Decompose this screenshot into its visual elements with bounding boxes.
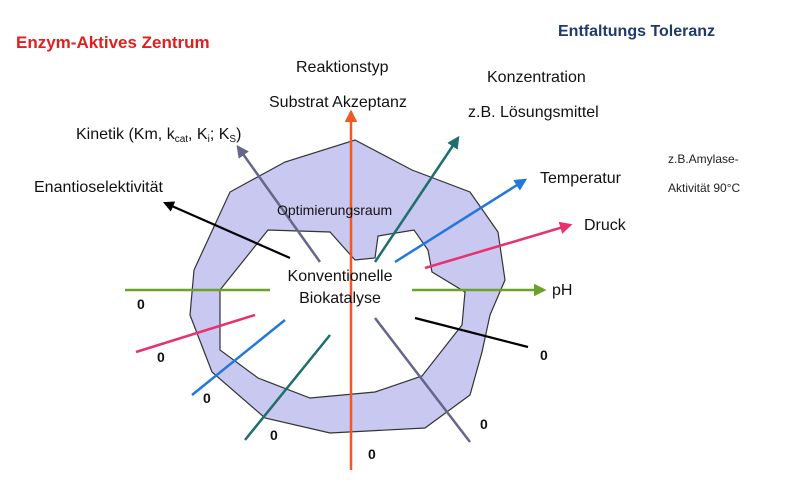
label-temperatur: Temperatur xyxy=(540,170,621,187)
zero-druck: 0 xyxy=(157,349,165,365)
kinetik-text-2: , K xyxy=(188,126,208,143)
note-amylase-line2: Aktivität 90°C xyxy=(668,181,741,195)
label-kinetik: Kinetik (Km, kcat, Ki; KS) xyxy=(76,127,241,145)
axis-druck-lower xyxy=(135,313,256,354)
label-optimierungsraum: Optimierungsraum xyxy=(277,202,393,218)
kinetik-text-3: ; K xyxy=(209,126,230,143)
axis-temperatur-lower xyxy=(191,319,286,396)
zero-ph: 0 xyxy=(137,296,145,312)
kinetik-sub-s: S xyxy=(229,134,237,145)
zero-konzentration: 0 xyxy=(270,427,278,443)
title-entfaltungs-toleranz: Entfaltungs Toleranz xyxy=(558,23,716,40)
note-amylase-line1: z.B.Amylase- xyxy=(668,152,739,166)
label-druck: Druck xyxy=(584,217,626,234)
kinetik-sub-i: i xyxy=(207,134,210,145)
zero-reaktionstyp: 0 xyxy=(368,446,376,462)
label-enantioselektivitaet: Enantioselektivität xyxy=(34,179,163,196)
kinetik-text-4: ) xyxy=(236,126,242,143)
center-konventionelle-biokatalyse: Konventionelle Biokatalyse xyxy=(270,266,410,310)
label-substrat-akzeptanz: Substrat Akzeptanz xyxy=(269,94,407,111)
center-line2: Biokatalyse xyxy=(299,290,381,307)
kinetik-text-1: Kinetik (Km, k xyxy=(76,126,175,143)
axis-temperatur-upper xyxy=(394,178,528,264)
title-enzym-aktives-zentrum: Enzym-Aktives Zentrum xyxy=(16,33,210,52)
zero-kinetik: 0 xyxy=(480,416,488,432)
zero-enantio: 0 xyxy=(540,347,548,363)
label-ph: pH xyxy=(552,282,573,299)
axis-druck-upper xyxy=(424,221,573,270)
axis-kinetik-upper xyxy=(236,144,322,263)
kinetik-sub-cat: cat xyxy=(174,134,189,145)
center-line1: Konventionelle xyxy=(287,268,393,285)
axis-konzentration-upper xyxy=(373,135,460,263)
label-konzentration: Konzentration xyxy=(487,69,586,86)
axis-enantio-lower xyxy=(414,316,529,349)
axis-enantio-upper xyxy=(162,201,291,260)
label-loesungsmittel: z.B. Lösungsmittel xyxy=(468,104,599,121)
axis-konzentration-lower xyxy=(244,334,331,441)
label-reaktionstyp: Reaktionstyp xyxy=(296,59,389,76)
zero-temperatur: 0 xyxy=(203,390,211,406)
axis-kinetik-lower xyxy=(374,317,471,443)
